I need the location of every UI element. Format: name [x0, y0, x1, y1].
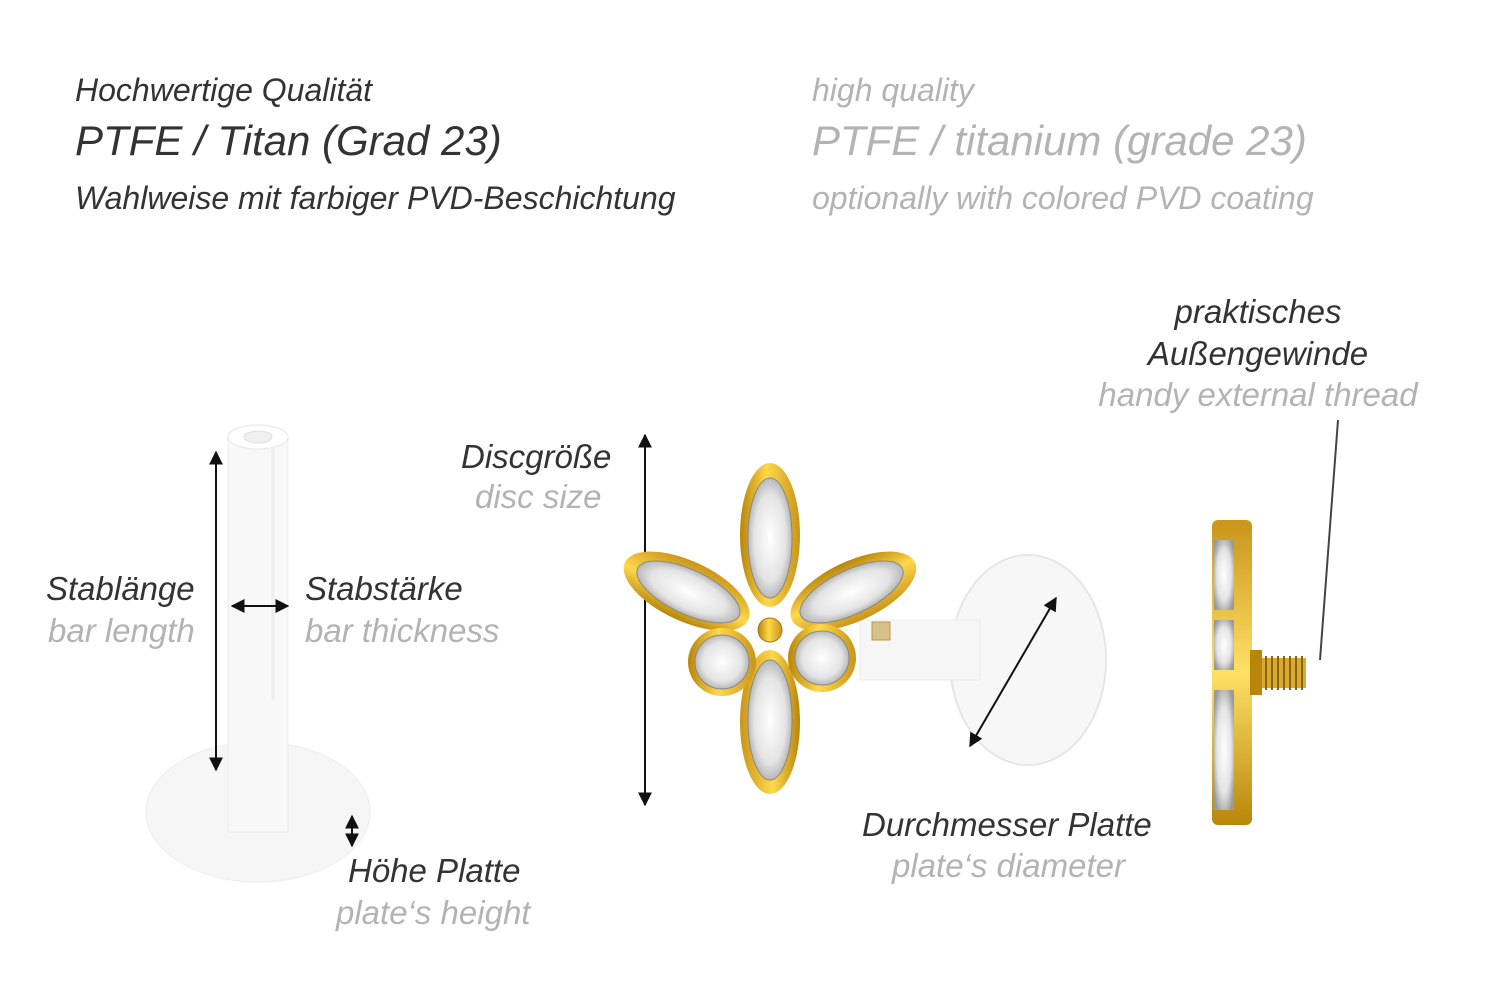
plate-diameter-label-de: Durchmesser Platte	[862, 806, 1152, 843]
header-material-de: PTFE / Titan (Grad 23)	[75, 117, 502, 164]
flower-top-image	[623, 463, 1107, 794]
thread-label-de-line1: praktisches	[1174, 293, 1342, 330]
disc-size-label-de: Discgröße	[461, 438, 612, 475]
external-thread	[1262, 656, 1306, 690]
bar-thickness-label-en: bar thickness	[305, 612, 500, 649]
thread-pointer-line	[1319, 419, 1339, 661]
thread-label-en: handy external thread	[1098, 376, 1418, 413]
bar-length-label-de: Stablänge	[46, 570, 195, 607]
plate-diameter-label-en: plate‘s diameter	[892, 847, 1125, 884]
plate-height-label-de: Höhe Platte	[348, 852, 521, 889]
bar-length-label-en: bar length	[48, 612, 195, 649]
dimension-arrows-post	[209, 450, 359, 848]
bar-thickness-label-de: Stabstärke	[305, 570, 463, 607]
header-quality-de: Hochwertige Qualität	[75, 72, 373, 108]
plate-diameter-arrow	[969, 596, 1057, 748]
side-view-image	[1212, 520, 1306, 825]
plate-height-label-en: plate‘s height	[336, 894, 531, 931]
header-coating-en: optionally with colored PVD coating	[812, 180, 1314, 216]
header-material-en: PTFE / titanium (grade 23)	[812, 117, 1307, 164]
header-quality-en: high quality	[812, 72, 974, 108]
header-coating-de: Wahlweise mit farbiger PVD-Beschichtung	[75, 180, 676, 216]
thread-label-de-line2: Außengewinde	[1147, 335, 1369, 372]
labret-post-image	[145, 424, 371, 883]
disc-size-label-en: disc size	[475, 478, 602, 515]
